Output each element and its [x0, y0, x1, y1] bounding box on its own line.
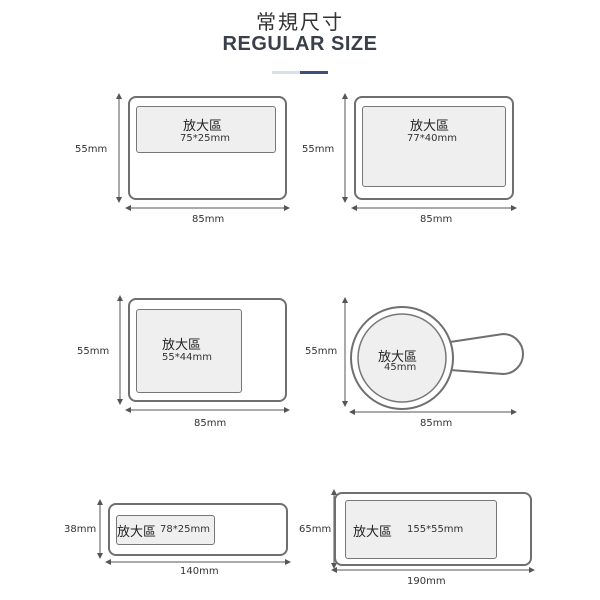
- magnify-zone: [116, 515, 215, 545]
- magnify-zone: [362, 106, 506, 187]
- title-english: REGULAR SIZE: [222, 33, 378, 55]
- zone-label: 放大區: [410, 119, 450, 134]
- card-width-label: 140mm: [180, 566, 219, 577]
- zone-label: 放大區: [117, 525, 157, 540]
- zone-label: 放大區: [183, 119, 223, 134]
- card-2-77x40: [354, 96, 514, 200]
- card-height-label: 55mm: [75, 144, 108, 155]
- magnify-zone: [136, 309, 242, 393]
- zone-label: 放大區: [353, 525, 393, 540]
- card-height-label: 55mm: [305, 346, 338, 357]
- card-1-75x25: [128, 96, 287, 200]
- card-width-label: 85mm: [192, 214, 225, 225]
- zone-label: 放大區: [378, 350, 418, 365]
- card-width-label: 85mm: [420, 214, 453, 225]
- zone-size: 78*25mm: [160, 524, 210, 535]
- title-underline-dark: [300, 71, 328, 74]
- title-chinese: 常規尺寸: [256, 10, 344, 34]
- card-height-label: 65mm: [299, 524, 332, 535]
- magnify-zone: [136, 106, 276, 153]
- zone-size: 45mm: [384, 362, 417, 373]
- card-width-label: 190mm: [407, 576, 446, 587]
- zone-size: 55*44mm: [162, 352, 212, 363]
- card-5-78x25: [108, 503, 288, 556]
- card-width-label: 85mm: [420, 418, 453, 429]
- magnify-zone: [345, 500, 497, 559]
- card-height-label: 55mm: [302, 144, 335, 155]
- card-6-155x55: [334, 492, 532, 566]
- card-height-label: 38mm: [64, 524, 97, 535]
- zone-size: 75*25mm: [180, 133, 230, 144]
- card-width-label: 85mm: [194, 418, 227, 429]
- zone-label: 放大區: [162, 338, 202, 353]
- card-3-55x44: [128, 298, 287, 402]
- zone-size: 155*55mm: [407, 524, 464, 535]
- zone-size: 77*40mm: [407, 133, 457, 144]
- card-height-label: 55mm: [77, 346, 110, 357]
- title-underline-light: [272, 71, 300, 74]
